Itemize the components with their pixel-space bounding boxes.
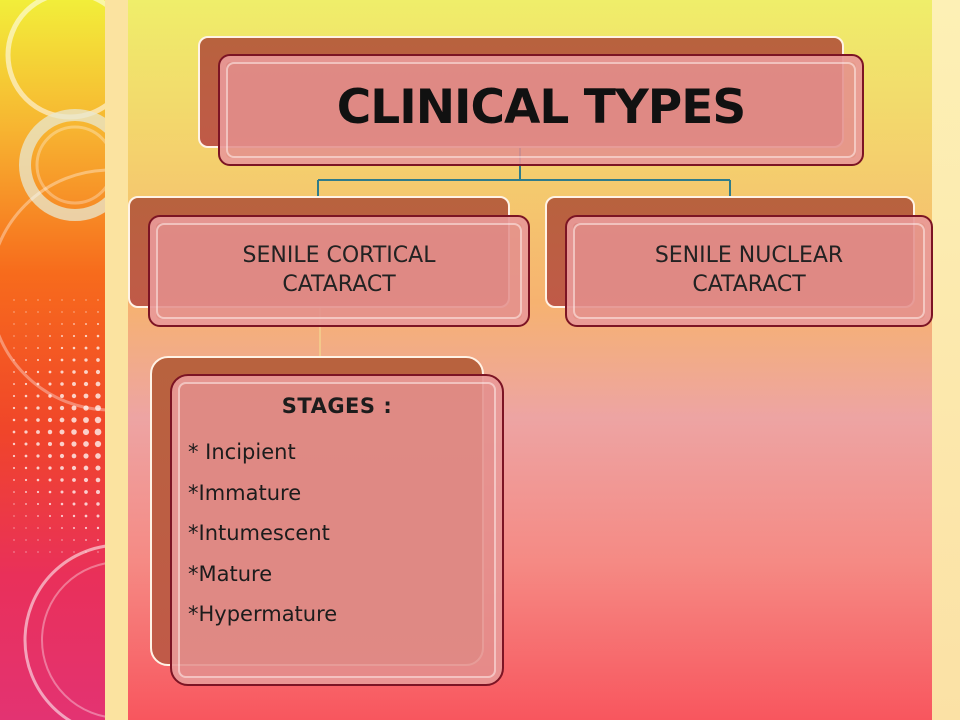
- cortical-node: SENILE CORTICAL CATARACT: [148, 215, 530, 327]
- diagram-title: CLINICAL TYPES: [336, 80, 746, 135]
- stages-node: STAGES : * Incipient *Immature *Intumesc…: [170, 374, 504, 686]
- right-margin: [932, 0, 960, 720]
- slide: CLINICAL TYPES SENILE CORTICAL CATARACT …: [128, 0, 933, 720]
- nuclear-node: SENILE NUCLEAR CATARACT: [565, 215, 933, 327]
- stage-item: *Intumescent: [188, 521, 330, 545]
- cortical-label: SENILE CORTICAL CATARACT: [242, 243, 436, 297]
- nuclear-label: SENILE NUCLEAR CATARACT: [654, 243, 844, 297]
- stage-item: *Mature: [188, 561, 273, 586]
- stage-item: *Immature: [188, 480, 302, 505]
- title-node: CLINICAL TYPES: [218, 54, 864, 166]
- stage-item: *Hypermature: [188, 602, 338, 626]
- stages-heading: STAGES :: [281, 394, 393, 418]
- left-decorative-panel: [0, 0, 105, 720]
- decorative-circles: [0, 0, 105, 720]
- stage-item: * Incipient: [188, 440, 296, 464]
- stages-list: * Incipient *Immature *Intumescent *Matu…: [188, 432, 337, 635]
- left-margin: [105, 0, 128, 720]
